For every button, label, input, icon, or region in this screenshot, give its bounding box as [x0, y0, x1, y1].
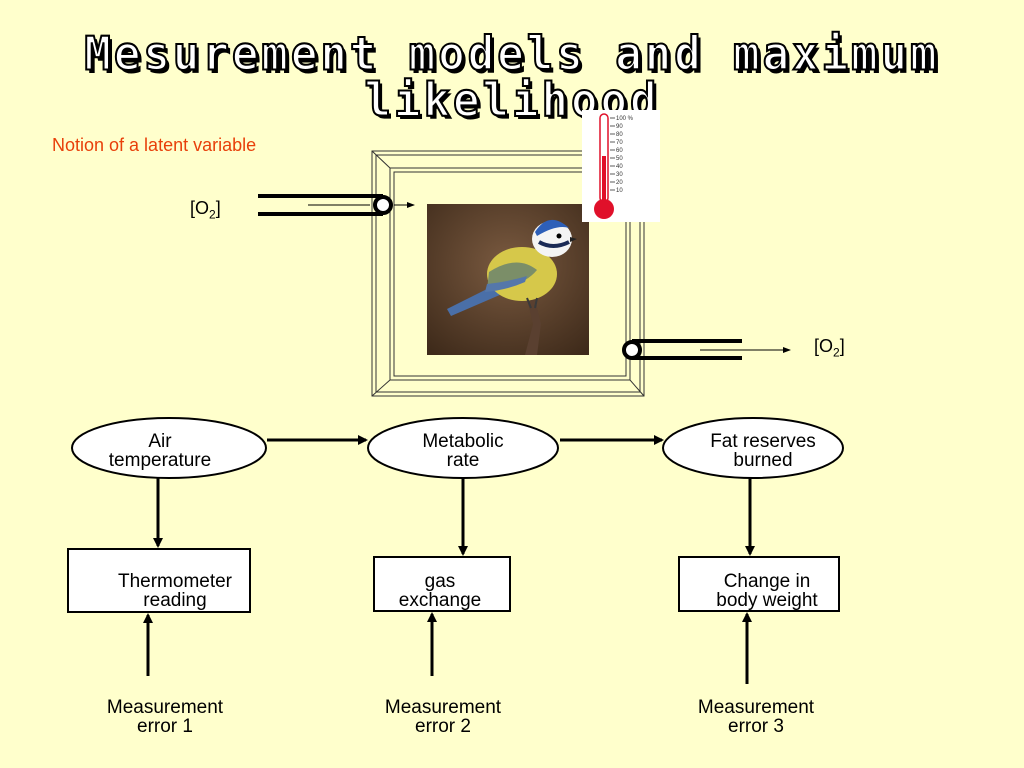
bird-photo — [427, 204, 589, 355]
thermo-tick-0: 100 % — [616, 116, 634, 122]
error-label-2: Measurement error 2 — [363, 698, 523, 736]
slide-title: Mesurement models and maximum likelihood — [83, 27, 940, 128]
indicator-label-line2: reading — [143, 590, 207, 611]
latent-label-air: Air temperature — [90, 432, 230, 470]
latent-node-fat-reserves — [662, 417, 844, 479]
thermo-tick-6: 40 — [616, 164, 623, 170]
indicator-label-line1: Change in — [723, 571, 811, 592]
latent-label-line2: temperature — [108, 450, 212, 471]
latent-label-fat: Fat reserves burned — [688, 432, 838, 470]
error-label-line1: Measurement — [384, 697, 502, 718]
error-label-line1: Measurement — [106, 697, 224, 718]
error-label-line2: error 1 — [137, 716, 193, 737]
thermo-tick-9: 10 — [616, 188, 623, 194]
error-label-1: Measurement error 1 — [85, 698, 245, 736]
indicator-label-line1: gas — [424, 571, 456, 592]
inlet-o2-label: [O2] — [190, 198, 221, 222]
indicator-box-gas-exchange — [373, 556, 511, 612]
latent-label-line2: rate — [446, 450, 480, 471]
latent-label-metabolic: Metabolic rate — [393, 432, 533, 470]
indicator-box-thermometer — [67, 548, 251, 613]
error-label-3: Measurement error 3 — [676, 698, 836, 736]
subtitle: Notion of a latent variable — [52, 135, 257, 155]
thermometer: 100 % 90 80 70 60 50 40 30 20 10 — [582, 110, 660, 222]
outlet-tube — [622, 339, 791, 360]
thermo-tick-1: 90 — [616, 124, 623, 130]
thermo-tick-4: 60 — [616, 148, 623, 154]
chamber-box — [371, 150, 645, 397]
latent-node-air-temperature — [71, 417, 267, 479]
indicator-label-line2: exchange — [398, 590, 482, 611]
thermo-tick-5: 50 — [616, 156, 623, 162]
indicator-label-weight: Change in body weight — [692, 572, 842, 610]
error-label-line1: Measurement — [697, 697, 815, 718]
error-label-line2: error 2 — [415, 716, 471, 737]
indicator-label-line1: Thermometer — [117, 571, 233, 592]
latent-label-line1: Metabolic — [422, 431, 504, 452]
latent-label-line1: Air — [148, 431, 172, 452]
indicator-label-line2: body weight — [716, 590, 818, 611]
thermo-tick-3: 70 — [616, 140, 623, 146]
thermometer-icon: 100 % 90 80 70 60 50 40 30 20 10 — [594, 113, 634, 219]
indicator-label-gas: gas exchange — [380, 572, 500, 610]
thermo-tick-8: 20 — [616, 180, 623, 186]
inlet-tube — [258, 194, 415, 216]
latent-label-line2: burned — [733, 450, 793, 471]
thermo-tick-7: 30 — [616, 172, 623, 178]
indicator-box-body-weight — [678, 556, 840, 612]
latent-label-line1: Fat reserves — [710, 431, 816, 452]
outlet-o2-label: [O2] — [814, 336, 845, 360]
thermo-tick-2: 80 — [616, 132, 623, 138]
indicator-label-thermometer: Thermometer reading — [100, 572, 250, 610]
error-label-line2: error 3 — [728, 716, 784, 737]
